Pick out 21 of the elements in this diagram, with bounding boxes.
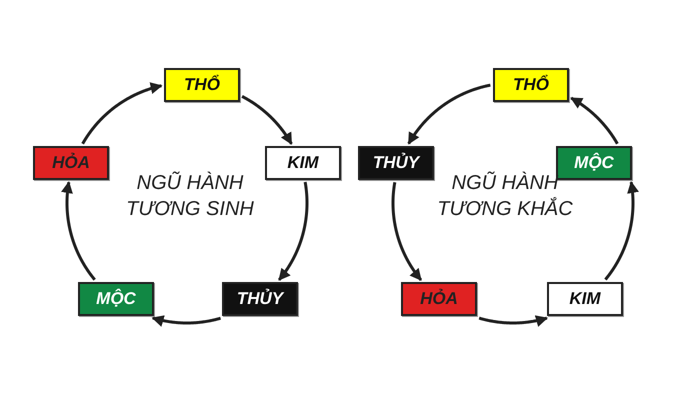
element-box: KIM [547,282,623,316]
arrow [81,82,163,145]
element-box: THỦY [222,282,298,316]
arrow [407,84,492,145]
element-box: HỎA [33,146,109,180]
arrow [241,95,293,145]
arrow [61,181,96,281]
element-box: MỘC [556,146,632,180]
element-box: MỘC [78,282,154,316]
arrow [392,181,422,281]
arrow [570,96,619,145]
arrow [604,180,639,280]
arrow [478,315,548,327]
element-box: THỔ [493,68,569,102]
arrow [152,315,222,327]
element-box: HỎA [401,282,477,316]
element-box: THỦY [358,146,434,180]
element-box: THỔ [164,68,240,102]
center-title: NGŨ HÀNH TƯƠNG SINH [125,170,255,222]
arrow [278,181,308,281]
element-box: KIM [265,146,341,180]
